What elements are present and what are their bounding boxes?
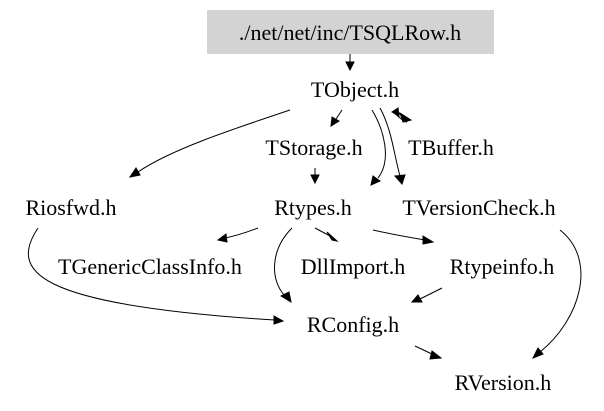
arrowhead-rversion-from-tversioncheck <box>531 347 544 359</box>
arrowhead-tobject <box>345 61 355 72</box>
node-rtypeinfo: Rtypeinfo.h <box>450 254 555 279</box>
edge-rtypeinfo-to-rconfig <box>419 287 443 300</box>
node-rversion: RVersion.h <box>455 370 552 395</box>
arrowhead-riosfwd <box>128 167 141 178</box>
edge-riosfwd-to-rconfig <box>27 227 276 321</box>
arrowhead-tbuffer <box>399 111 413 123</box>
edge-rtypes-to-tgenericclassinfo <box>224 227 259 239</box>
arrowhead-tobject-back <box>391 107 400 117</box>
edge-rtypes-to-rtypeinfo <box>372 229 426 241</box>
edge-rtypes-to-rconfig <box>274 227 293 297</box>
edge-tobject-to-tstorage <box>335 109 343 120</box>
arrowhead-tversioncheck <box>393 174 406 185</box>
edge-tobject-to-rtypes <box>371 109 386 179</box>
arrowhead-rtypeinfo <box>422 235 435 245</box>
node-tstorage: TStorage.h <box>265 135 362 160</box>
node-riosfwd: Riosfwd.h <box>25 195 116 220</box>
arrowhead-dllimport <box>326 231 339 242</box>
edge-rconfig-to-rversion <box>414 345 435 356</box>
node-tbuffer: TBuffer.h <box>408 135 494 160</box>
arrowhead-rconfig-from-rtypes <box>279 291 292 304</box>
graph-edges <box>27 54 582 360</box>
arrowhead-rtypes-from-tobject <box>370 175 382 186</box>
arrowhead-tstorage <box>330 116 340 127</box>
arrowhead-rconfig-from-riosfwd <box>273 315 285 325</box>
root-node-box <box>207 10 494 54</box>
node-tgenericclassinfo: TGenericClassInfo.h <box>58 254 242 279</box>
arrowhead-rversion-from-rconfig <box>429 350 443 360</box>
node-dllimport: DllImport.h <box>301 254 406 279</box>
edge-tobject-to-tversioncheck <box>379 107 401 177</box>
node-root: ./net/net/inc/TSQLRow.h <box>239 20 461 45</box>
node-rconfig: RConfig.h <box>307 312 399 337</box>
node-tobject: TObject.h <box>311 77 399 102</box>
edge-tobject-to-riosfwd <box>137 109 291 173</box>
node-tversioncheck: TVersionCheck.h <box>402 195 555 220</box>
edge-tversioncheck-to-rversion <box>539 229 582 353</box>
node-rtypes: Rtypes.h <box>274 195 352 220</box>
edge-rtypes-to-dllimport <box>314 227 331 237</box>
arrowhead-rtypes-from-tstorage <box>310 174 320 185</box>
graph-nodes: ./net/net/inc/TSQLRow.h TObject.h TStora… <box>25 20 555 395</box>
arrowhead-rconfig-from-rtypeinfo <box>410 294 423 303</box>
arrowhead-tgenericclassinfo <box>216 233 228 243</box>
